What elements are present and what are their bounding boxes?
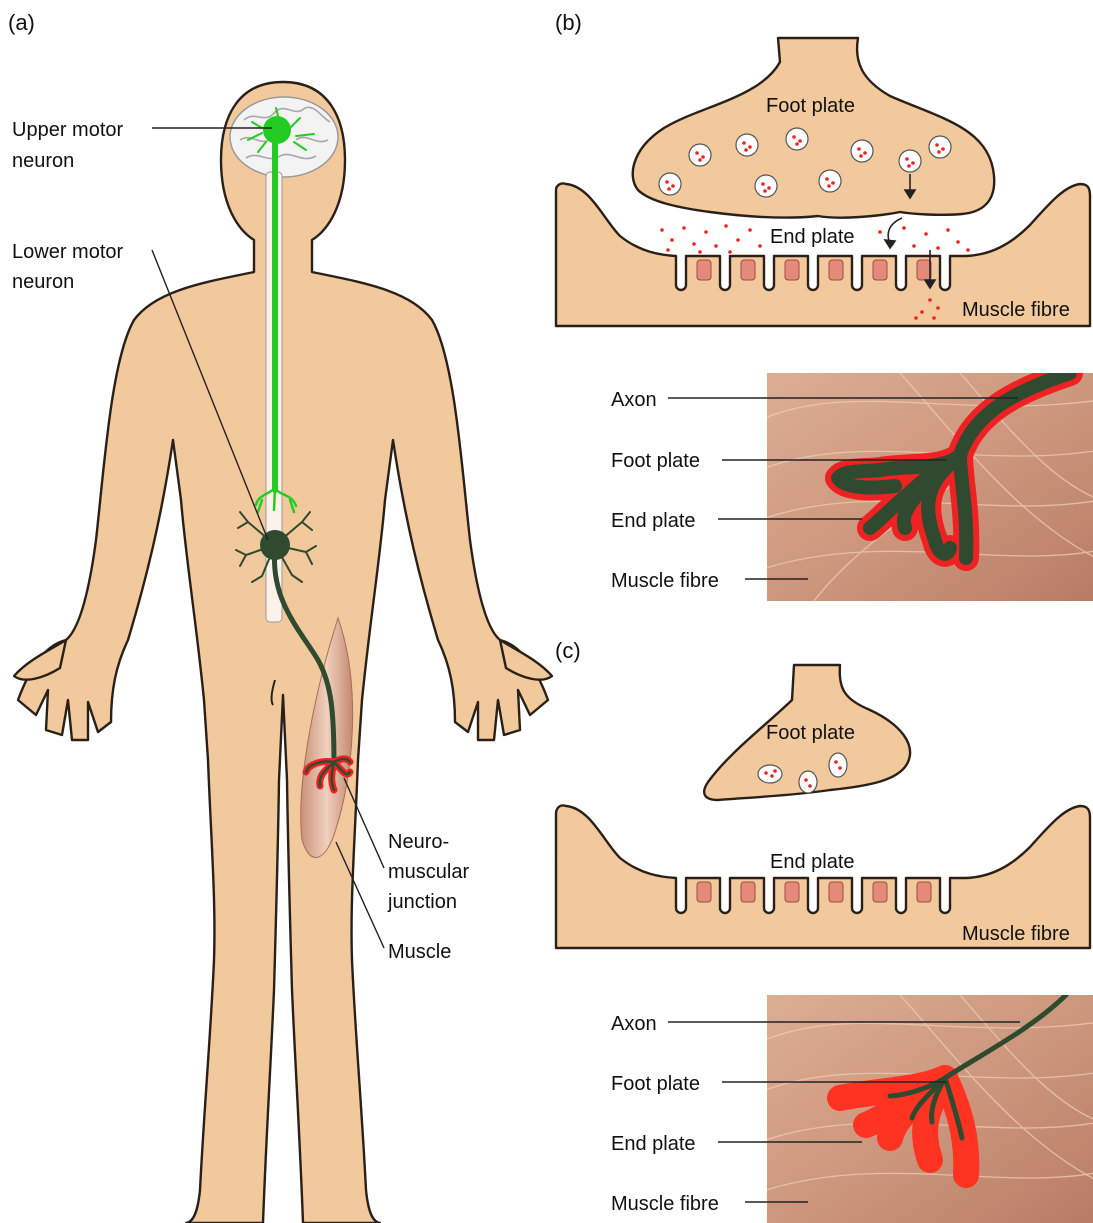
c-inset-end-plate-label: End plate [611, 1133, 696, 1155]
c-inset-muscle-fibre-label: Muscle fibre [611, 1193, 719, 1215]
b-synapse-diagram: Foot plate End plate Muscle fibre [556, 38, 1090, 326]
b-inset-foot-plate-label: Foot plate [611, 450, 700, 472]
upper-motor-neuron-label-line2: neuron [12, 150, 74, 172]
b-foot-plate-label: Foot plate [766, 95, 855, 117]
nmj-label-line3: junction [387, 891, 457, 913]
b-inset-end-plate-label: End plate [611, 510, 696, 532]
panel-c-label: (c) [555, 638, 581, 663]
c-foot-plate-label: Foot plate [766, 722, 855, 744]
c-inset-foot-plate-label: Foot plate [611, 1073, 700, 1095]
upper-motor-neuron-label-line1: Upper motor [12, 119, 123, 141]
b-inset-axon-label: Axon [611, 389, 657, 411]
c-synapse-diagram: Foot plate End plate Muscle fibre [556, 665, 1090, 948]
nmj-label-line2: muscular [388, 861, 469, 883]
c-inset-axon-label: Axon [611, 1013, 657, 1035]
c-muscle-fibre-label: Muscle fibre [962, 923, 1070, 945]
b-inset-muscle-image [760, 373, 1093, 620]
b-muscle-fibre-label: Muscle fibre [962, 299, 1070, 321]
c-end-plate-label: End plate [770, 851, 855, 873]
panel-b-label: (b) [555, 10, 582, 35]
nmj-label-line1: Neuro- [388, 831, 449, 853]
lower-motor-neuron-label-line2: neuron [12, 271, 74, 293]
lower-motor-neuron-label-line1: Lower motor [12, 241, 123, 263]
panel-a-label: (a) [8, 10, 35, 35]
c-inset-muscle-image [760, 995, 1093, 1223]
b-inset-muscle-fibre-label: Muscle fibre [611, 570, 719, 592]
muscle-label: Muscle [388, 941, 451, 963]
b-end-plate-label: End plate [770, 226, 855, 248]
